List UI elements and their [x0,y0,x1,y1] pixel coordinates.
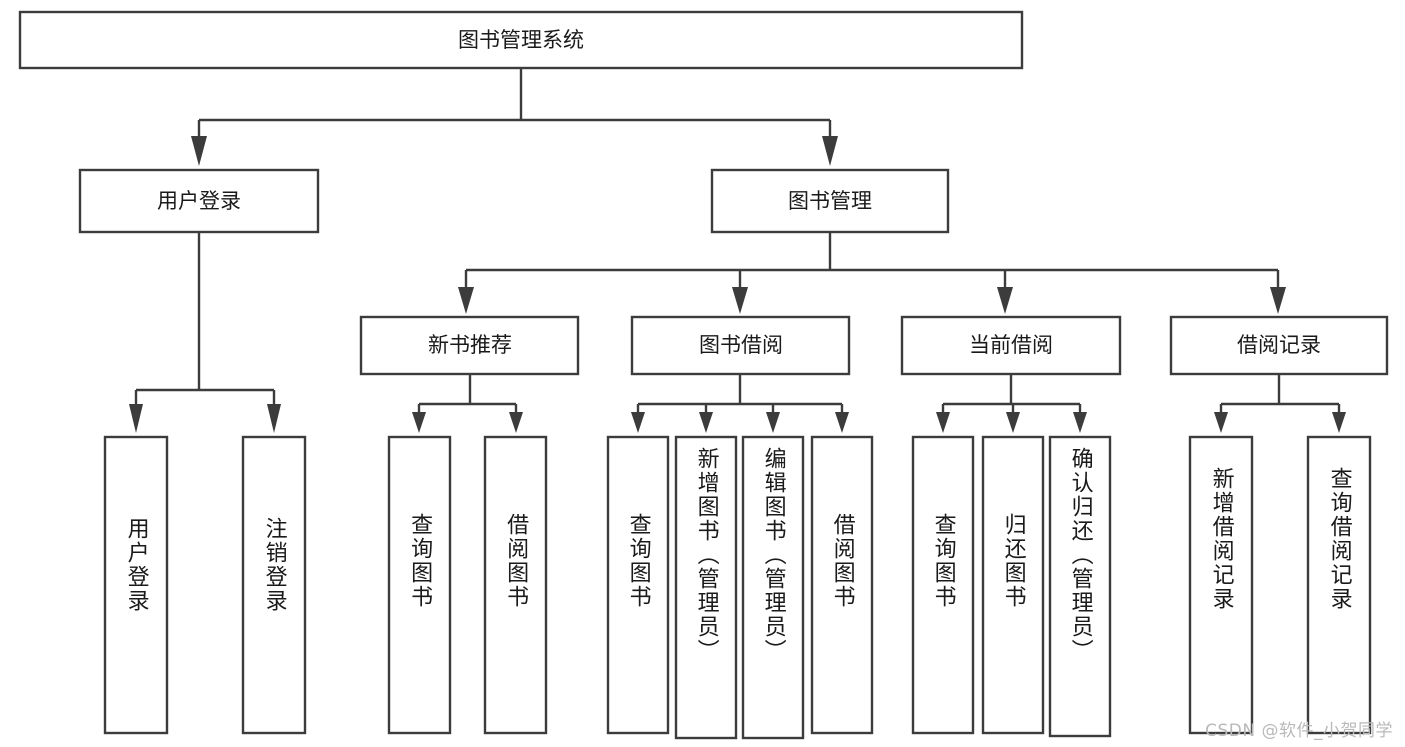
node-box-edit-book-admin[interactable] [741,435,805,740]
arrowhead-add-book-admin [699,412,713,433]
arrowhead-user-login-do [129,404,143,433]
node-box-borrow-record[interactable] [1169,315,1389,376]
node-box-root[interactable] [18,10,1024,70]
node-box-query-books-2[interactable] [606,435,670,735]
connector-group-borrow-record [1214,374,1346,433]
node-box-borrow-books-2[interactable] [810,435,874,735]
arrowhead-edit-book-admin [766,412,780,433]
node-box-query-books-3[interactable] [911,435,975,735]
connector-group-current-borrow [936,374,1087,433]
node-label-borrow-record: 借阅记录 [1237,333,1321,357]
connector-group-new-book-recommend [412,374,523,433]
node-box-add-borrow-record[interactable] [1188,435,1254,735]
node-box-new-book-recommend[interactable] [359,315,580,376]
node-box-book-management[interactable] [710,168,950,234]
node-box-return-books[interactable] [981,435,1045,735]
node-label-root: 图书管理系统 [458,28,584,52]
arrowhead-confirm-return-admin [1073,412,1087,433]
arrowhead-borrow-record [1270,287,1286,314]
connector-group-root [191,68,838,166]
node-box-book-borrow[interactable] [630,315,851,376]
arrowhead-query-books-1 [412,412,426,433]
arrowhead-borrow-books-2 [835,412,849,433]
node-label-new-book-recommend: 新书推荐 [428,333,512,357]
node-box-user-logout[interactable] [241,435,307,735]
arrowhead-user-login [191,136,207,166]
arrowhead-query-books-3 [936,412,950,433]
node-box-borrow-books-1[interactable] [483,435,548,735]
arrowhead-new-book-recommend [458,287,474,314]
node-label-book-management: 图书管理 [788,189,872,213]
arrowhead-book-borrow [732,287,748,314]
node-box-current-borrow[interactable] [900,315,1122,376]
node-box-user-login[interactable] [78,168,320,234]
node-label-current-borrow: 当前借阅 [969,333,1053,357]
arrowhead-user-logout [267,404,281,433]
node-box-query-books-1[interactable] [387,435,452,735]
node-box-confirm-return-admin[interactable] [1048,435,1112,738]
connector-group-user-login [129,232,281,433]
arrowhead-book-management [822,136,838,166]
node-box-add-book-admin[interactable] [674,435,738,740]
arrowhead-return-books [1006,412,1020,433]
node-label-user-login: 用户登录 [157,189,241,213]
node-box-user-login-do[interactable] [103,435,169,735]
node-box-query-borrow-record[interactable] [1306,435,1372,735]
arrowhead-add-borrow-record [1214,412,1228,433]
connector-group-book-borrow [631,374,849,433]
arrowhead-borrow-books-1 [509,412,523,433]
connector-group-book-management [458,232,1286,314]
arrowhead-query-books-2 [631,412,645,433]
node-label-book-borrow: 图书借阅 [699,333,783,357]
arrowhead-query-borrow-record [1332,412,1346,433]
arrowhead-current-borrow [997,287,1013,314]
